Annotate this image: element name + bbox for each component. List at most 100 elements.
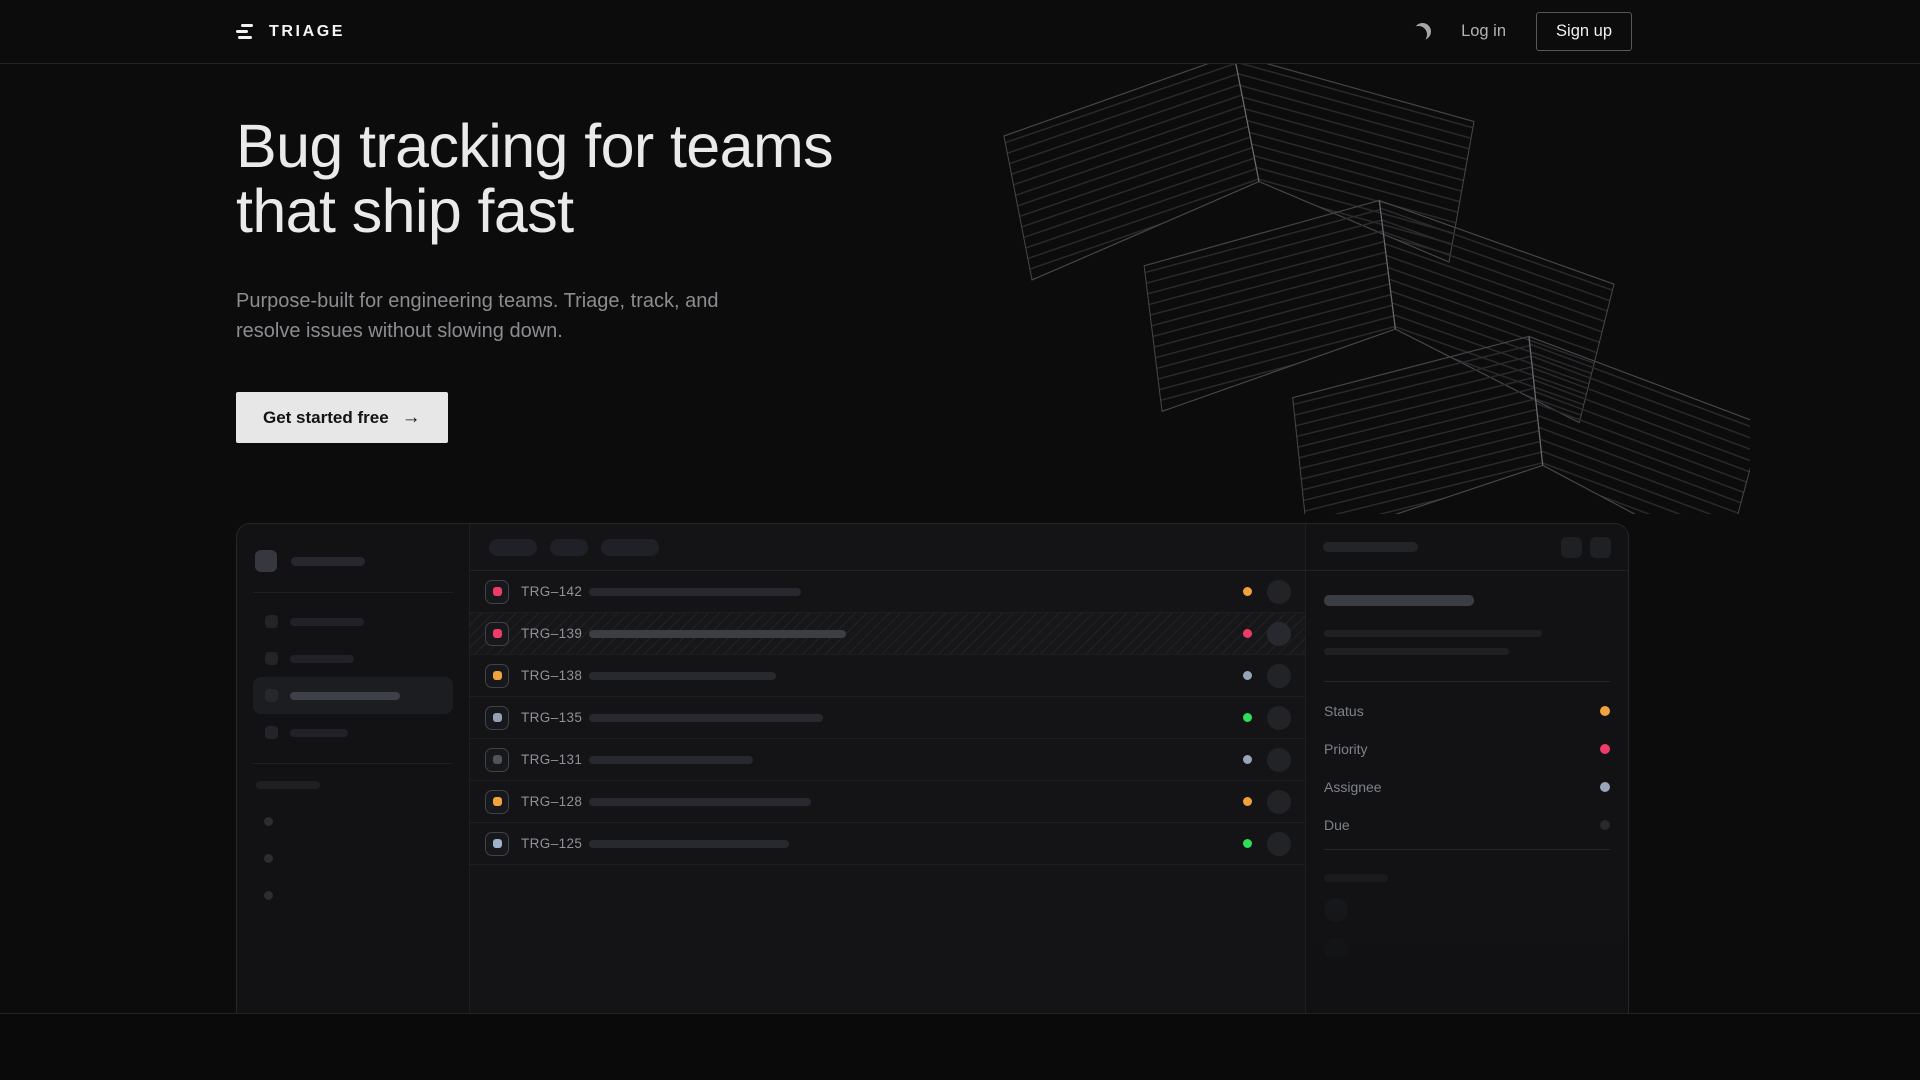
issue-row[interactable]: TRG–142 xyxy=(470,571,1305,613)
issue-type-icon xyxy=(485,831,509,856)
section-divider xyxy=(0,1013,1920,1014)
activity-avatar-skeleton xyxy=(1324,898,1348,922)
sidebar-dot-skeleton xyxy=(264,854,273,863)
sidebar-item-skeleton xyxy=(253,640,453,677)
assignee-avatar xyxy=(1267,831,1291,856)
issue-id: TRG–135 xyxy=(521,710,583,725)
nav-actions: Log in Sign up xyxy=(1414,12,1632,51)
app-preview-mockup: TRG–142 TRG–139 TRG–138 xyxy=(236,523,1629,1013)
hero-subtitle: Purpose-built for engineering teams. Tri… xyxy=(236,290,719,342)
assignee-avatar xyxy=(1267,621,1291,646)
status-dot xyxy=(1243,587,1252,596)
sidebar-divider xyxy=(253,763,453,764)
workspace-avatar xyxy=(255,550,277,572)
mockup-sidebar xyxy=(237,524,470,1013)
status-dot xyxy=(1243,797,1252,806)
hero-section: Bug tracking for teams that ship fast Pu… xyxy=(236,64,886,443)
field-label: Priority xyxy=(1324,741,1368,757)
field-label: Assignee xyxy=(1324,779,1382,795)
filter-pill-skeleton xyxy=(489,538,537,556)
hero-title: Bug tracking for teams that ship fast xyxy=(236,112,834,245)
issue-id: TRG–142 xyxy=(521,584,583,599)
moon-icon xyxy=(1414,23,1431,40)
detail-action-button-skeleton xyxy=(1590,536,1611,558)
get-started-button[interactable]: Get started free → xyxy=(236,392,448,443)
field-value-dot xyxy=(1600,706,1610,716)
theme-toggle-button[interactable] xyxy=(1414,23,1431,40)
filter-pill-skeleton xyxy=(550,538,588,556)
triage-logo-icon xyxy=(236,23,256,40)
sidebar-section-label-skeleton xyxy=(256,781,320,789)
detail-field-status: Status xyxy=(1324,692,1610,730)
issue-list-header xyxy=(470,524,1305,571)
brand-logo[interactable]: TRIAGE xyxy=(236,23,345,41)
status-dot xyxy=(1243,755,1252,764)
field-value-dot xyxy=(1600,820,1610,830)
issue-id: TRG–131 xyxy=(521,752,583,767)
assignee-avatar xyxy=(1267,579,1291,604)
issue-id: TRG–139 xyxy=(521,626,583,641)
assignee-avatar xyxy=(1267,789,1291,814)
issue-row[interactable]: TRG–131 xyxy=(470,739,1305,781)
issue-title-skeleton xyxy=(589,755,753,764)
issue-title-skeleton xyxy=(589,671,776,680)
workspace-name-skeleton xyxy=(291,556,365,566)
issue-row[interactable]: TRG–125 xyxy=(470,823,1305,865)
activity-label-skeleton xyxy=(1324,874,1388,882)
detail-fields: Status Priority Assignee Due xyxy=(1324,692,1610,844)
arrow-right-icon: → xyxy=(401,406,421,428)
issue-id: TRG–128 xyxy=(521,794,583,809)
sidebar-item-skeleton xyxy=(253,603,453,640)
activity-avatar-skeleton xyxy=(1324,938,1348,962)
wireframe-decoration xyxy=(1003,64,1750,514)
issue-type-icon xyxy=(485,663,509,688)
mockup-detail-panel: Status Priority Assignee Due xyxy=(1306,524,1628,1013)
issue-title-skeleton xyxy=(589,713,823,722)
detail-field-priority: Priority xyxy=(1324,730,1610,768)
field-label: Due xyxy=(1324,817,1350,833)
issue-row[interactable]: TRG–135 xyxy=(470,697,1305,739)
issue-id: TRG–138 xyxy=(521,668,583,683)
issue-title-skeleton xyxy=(589,629,846,638)
footer-band xyxy=(0,1014,1920,1080)
issue-type-icon xyxy=(485,705,509,730)
detail-body: Status Priority Assignee Due xyxy=(1306,571,1628,962)
issue-title-skeleton xyxy=(589,839,789,848)
issue-row[interactable]: TRG–138 xyxy=(470,655,1305,697)
issue-type-icon xyxy=(485,579,509,604)
login-link[interactable]: Log in xyxy=(1461,22,1507,40)
issue-title-skeleton xyxy=(589,797,811,806)
get-started-label: Get started free xyxy=(263,407,389,427)
issue-row[interactable]: TRG–128 xyxy=(470,781,1305,823)
detail-divider xyxy=(1324,681,1610,682)
signup-button[interactable]: Sign up xyxy=(1536,12,1632,51)
sidebar-item-skeleton xyxy=(253,714,453,751)
assignee-avatar xyxy=(1267,705,1291,730)
sidebar-nav-skeleton xyxy=(253,603,453,751)
detail-header xyxy=(1306,524,1628,571)
status-dot xyxy=(1243,839,1252,848)
field-label: Status xyxy=(1324,703,1364,719)
issue-type-icon xyxy=(485,621,509,646)
wireframe-sheet-3 xyxy=(1292,335,1750,514)
detail-description-skeleton xyxy=(1324,630,1542,637)
issue-row-selected[interactable]: TRG–139 xyxy=(470,613,1305,655)
issue-title-skeleton xyxy=(589,587,801,596)
status-dot xyxy=(1243,713,1252,722)
sidebar-dot-skeleton xyxy=(264,817,273,826)
detail-title-skeleton xyxy=(1324,595,1474,606)
sidebar-item-skeleton-active xyxy=(253,677,453,714)
workspace-switcher-skeleton xyxy=(253,550,453,572)
sidebar-divider xyxy=(253,592,453,593)
detail-field-assignee: Assignee xyxy=(1324,768,1610,806)
issue-type-icon xyxy=(485,747,509,772)
detail-header-skeleton xyxy=(1323,542,1418,552)
filter-pill-skeleton xyxy=(601,538,659,556)
field-value-dot xyxy=(1600,782,1610,792)
issue-type-icon xyxy=(485,789,509,814)
status-dot xyxy=(1243,629,1252,638)
brand-name: TRIAGE xyxy=(269,22,346,40)
mockup-issue-list: TRG–142 TRG–139 TRG–138 xyxy=(470,524,1306,1013)
status-dot xyxy=(1243,671,1252,680)
